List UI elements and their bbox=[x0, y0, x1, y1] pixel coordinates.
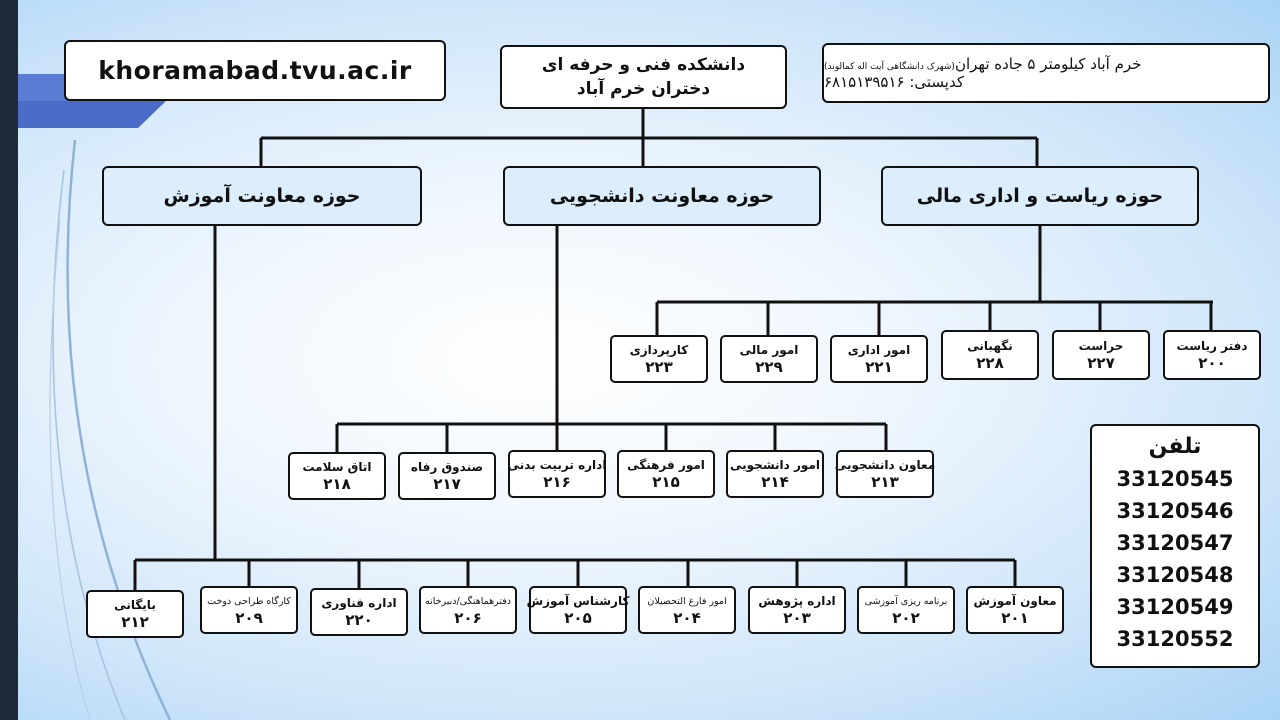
phone-label: تلفن bbox=[1148, 434, 1202, 459]
unit-extension: ۲۲۷ bbox=[1087, 354, 1115, 372]
unit-extension: ۲۱۸ bbox=[323, 475, 351, 493]
unit-box: بایگانی ۲۱۲ bbox=[86, 590, 184, 638]
unit-extension: ۲۰۶ bbox=[454, 609, 482, 627]
unit-extension: ۲۰۲ bbox=[892, 609, 920, 627]
unit-box: امور دانشجویی ۲۱۴ bbox=[726, 450, 824, 498]
unit-extension: ۲۱۵ bbox=[652, 473, 680, 491]
unit-name: امور اداری bbox=[847, 343, 911, 357]
section-education-label: حوزه معاونت آموزش bbox=[163, 185, 361, 207]
section-students-box: حوزه معاونت دانشجویی bbox=[503, 166, 821, 226]
unit-box: معاون آموزش ۲۰۱ bbox=[966, 586, 1064, 634]
unit-name: امور دانشجویی bbox=[730, 458, 820, 472]
unit-name: اتاق سلامت bbox=[302, 460, 372, 474]
unit-box: کارگاه طراحی دوخت ۲۰۹ bbox=[200, 586, 298, 634]
unit-box: دفترهماهنگی/دبیرخانه ۲۰۶ bbox=[419, 586, 517, 634]
college-title-box: دانشکده فنی و حرفه ای دختران خرم آباد bbox=[500, 45, 787, 109]
unit-box: اتاق سلامت ۲۱۸ bbox=[288, 452, 386, 500]
unit-extension: ۲۰۳ bbox=[783, 609, 811, 627]
left-sidebar-bar bbox=[0, 0, 18, 720]
section-presidency-box: حوزه ریاست و اداری مالی bbox=[881, 166, 1199, 226]
phone-number[interactable]: 33120547 bbox=[1116, 531, 1234, 555]
phone-number[interactable]: 33120552 bbox=[1116, 627, 1234, 651]
unit-extension: ۲۱۷ bbox=[433, 475, 461, 493]
unit-box: حراست ۲۲۷ bbox=[1052, 330, 1150, 380]
address-line: خرم آباد کیلومتر ۵ جاده تهران(شهرک دانشگ… bbox=[824, 55, 1141, 73]
section-students-label: حوزه معاونت دانشجویی bbox=[549, 185, 775, 207]
unit-extension: ۲۲۸ bbox=[976, 354, 1004, 372]
address-text: خرم آباد کیلومتر ۵ جاده تهران bbox=[954, 55, 1142, 73]
unit-name: اداره فناوری bbox=[321, 596, 397, 610]
postal-code: کدپستی: ۶۸۱۵۱۳۹۵۱۶ bbox=[824, 73, 964, 91]
unit-extension: ۲۲۱ bbox=[865, 358, 893, 376]
unit-extension: ۲۱۶ bbox=[543, 473, 571, 491]
decor-curve-1 bbox=[66, 139, 172, 720]
unit-box: امور اداری ۲۲۱ bbox=[830, 335, 928, 383]
unit-name: امور فارغ التحصیلان bbox=[647, 596, 727, 607]
website-url-box: khoramabad.tvu.ac.ir bbox=[64, 40, 446, 101]
unit-name: دفترهماهنگی/دبیرخانه bbox=[424, 596, 511, 607]
unit-box: صندوق رفاه ۲۱۷ bbox=[398, 452, 496, 500]
unit-box: نگهبانی ۲۲۸ bbox=[941, 330, 1039, 380]
address-note: (شهرک دانشگاهی آیت اله کمالوند) bbox=[824, 62, 955, 72]
phone-number[interactable]: 33120546 bbox=[1116, 499, 1234, 523]
unit-name: حراست bbox=[1078, 339, 1124, 353]
unit-box: دفتر ریاست ۲۰۰ bbox=[1163, 330, 1261, 380]
unit-extension: ۲۲۰ bbox=[345, 611, 373, 629]
unit-extension: ۲۲۳ bbox=[645, 358, 673, 376]
unit-box: امور فارغ التحصیلان ۲۰۴ bbox=[638, 586, 736, 634]
section-education-box: حوزه معاونت آموزش bbox=[102, 166, 422, 226]
unit-box: اداره پژوهش ۲۰۳ bbox=[748, 586, 846, 634]
unit-name: برنامه ریزی آموزشی bbox=[864, 596, 948, 607]
unit-extension: ۲۰۰ bbox=[1198, 354, 1226, 372]
website-url[interactable]: khoramabad.tvu.ac.ir bbox=[98, 56, 412, 85]
unit-box: اداره تربیت بدنی ۲۱۶ bbox=[508, 450, 606, 498]
unit-extension: ۲۰۵ bbox=[564, 609, 592, 627]
unit-box: امور فرهنگی ۲۱۵ bbox=[617, 450, 715, 498]
unit-box: اداره فناوری ۲۲۰ bbox=[310, 588, 408, 636]
phone-box: تلفن 33120545 33120546 33120547 33120548… bbox=[1090, 424, 1260, 668]
phone-number[interactable]: 33120548 bbox=[1116, 563, 1234, 587]
unit-extension: ۲۱۳ bbox=[871, 473, 899, 491]
college-title-line2: دختران خرم آباد bbox=[576, 79, 711, 99]
unit-name: امور مالی bbox=[739, 343, 799, 357]
unit-box: برنامه ریزی آموزشی ۲۰۲ bbox=[857, 586, 955, 634]
unit-extension: ۲۱۴ bbox=[761, 473, 789, 491]
unit-name: بایگانی bbox=[114, 598, 156, 612]
section-presidency-label: حوزه ریاست و اداری مالی bbox=[916, 185, 1164, 207]
phone-number[interactable]: 33120549 bbox=[1116, 595, 1234, 619]
decor-curve-3 bbox=[49, 219, 91, 720]
unit-box: امور مالی ۲۲۹ bbox=[720, 335, 818, 383]
unit-box: کارشناس آموزش ۲۰۵ bbox=[526, 586, 630, 634]
unit-extension: ۲۰۹ bbox=[235, 609, 263, 627]
unit-name: اداره پژوهش bbox=[758, 594, 836, 608]
unit-name: امور فرهنگی bbox=[627, 458, 705, 472]
unit-extension: ۲۲۹ bbox=[755, 358, 783, 376]
unit-name: معاون آموزش bbox=[973, 594, 1057, 608]
unit-extension: ۲۰۴ bbox=[673, 609, 701, 627]
unit-name: معاون دانشجویی bbox=[834, 458, 936, 472]
unit-name: صندوق رفاه bbox=[410, 460, 484, 474]
unit-name: اداره تربیت بدنی bbox=[507, 458, 607, 472]
unit-name: کارگاه طراحی دوخت bbox=[207, 596, 291, 607]
phone-number[interactable]: 33120545 bbox=[1116, 467, 1234, 491]
unit-name: کارپردازی bbox=[629, 343, 689, 357]
unit-box: کارپردازی ۲۲۳ bbox=[610, 335, 708, 383]
unit-name: کارشناس آموزش bbox=[526, 594, 630, 608]
unit-extension: ۲۱۲ bbox=[121, 613, 149, 631]
unit-name: نگهبانی bbox=[967, 339, 1013, 353]
decor-curve-2 bbox=[52, 169, 126, 720]
unit-extension: ۲۰۱ bbox=[1001, 609, 1029, 627]
unit-name: دفتر ریاست bbox=[1176, 339, 1248, 353]
college-title-line1: دانشکده فنی و حرفه ای bbox=[541, 55, 746, 75]
unit-box: معاون دانشجویی ۲۱۳ bbox=[834, 450, 936, 498]
address-box: خرم آباد کیلومتر ۵ جاده تهران(شهرک دانشگ… bbox=[822, 43, 1270, 103]
